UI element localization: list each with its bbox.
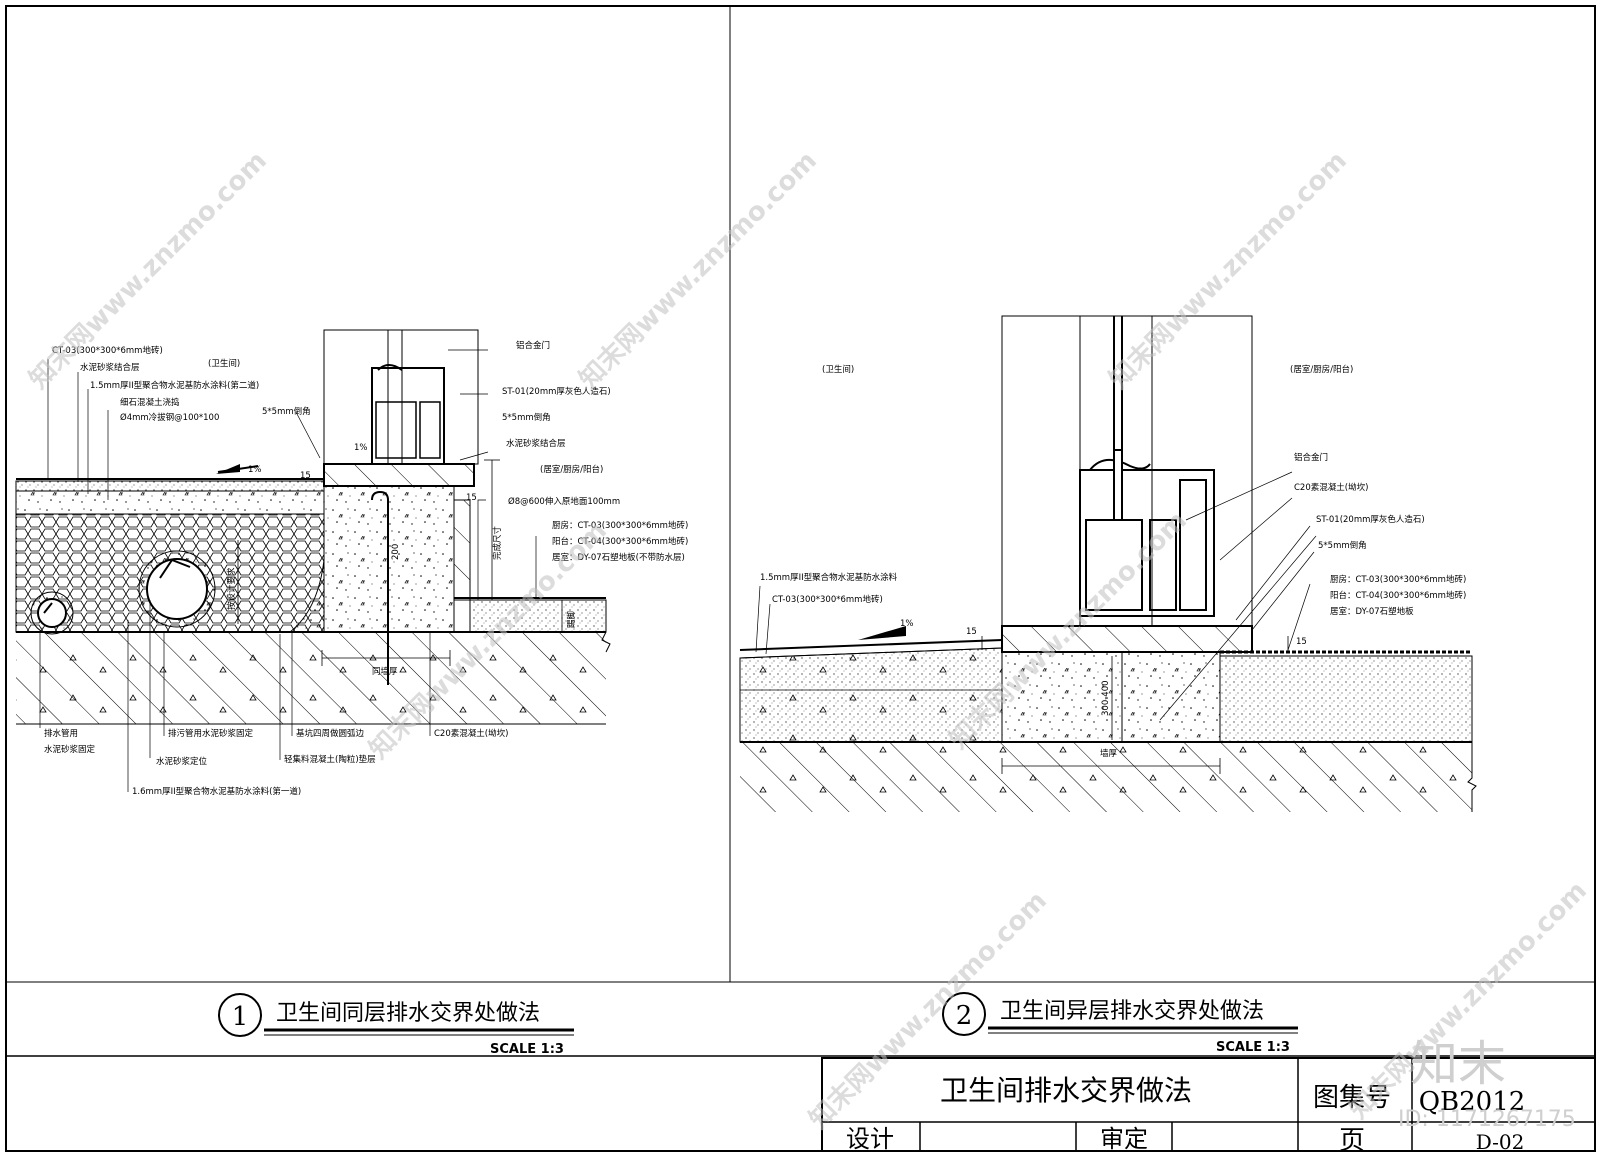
dim-ht-1: 15 xyxy=(300,471,311,481)
label-l2: 水泥砂浆结合层 xyxy=(80,362,140,373)
dry-side-floor xyxy=(469,599,607,633)
drain-pipe-large xyxy=(146,558,208,620)
slope-2: 1% xyxy=(900,619,914,629)
label-r8: 阳台：CT-04(300*300*6mm地砖) xyxy=(1330,590,1466,601)
label-r4: C20素混凝土(坳坎) xyxy=(1294,482,1368,493)
label-r9: 居室：DY-07石塑地板 xyxy=(1330,606,1414,617)
label-b3: 排污管用水泥砂浆固定 xyxy=(168,728,254,739)
detail-2: 1% (卫生间) (居室/厨房/阳台) 1.5mm厚II型聚合物水泥基防水涂料 … xyxy=(739,315,1477,812)
room-wet-1: (卫生间) xyxy=(208,358,240,369)
watermark-text-1: 知末网www.znzmo.com xyxy=(24,146,273,395)
dim-width-1: 同墙厚 xyxy=(372,666,398,677)
label-l8: ST-01(20mm厚灰色人造石) xyxy=(502,386,611,397)
watermark-text-2: 知末网www.znzmo.com xyxy=(574,146,823,395)
dim-height-1: 完成尺寸 xyxy=(492,525,503,560)
wall-2 xyxy=(1001,315,1253,627)
label-l1: CT-03(300*300*6mm地砖) xyxy=(52,345,163,356)
stone-sill xyxy=(323,463,475,487)
review-label: 审定 xyxy=(1100,1125,1148,1153)
detail-title-text-1: 卫生间同层排水交界处做法 xyxy=(276,1001,540,1026)
room-dry-1: (居室/厨房/阳台) xyxy=(540,464,603,475)
detail-1: CT-03(300*300*6mm地砖) 水泥砂浆结合层 1.5mm厚II型聚合… xyxy=(15,329,688,797)
atlas-value: QB2012 xyxy=(1419,1087,1526,1117)
label-l4: 细石混凝土浇捣 xyxy=(120,397,180,408)
detail-title-text-2: 卫生间异层排水交界处做法 xyxy=(1000,999,1264,1024)
dim-height-2: 300-400 xyxy=(1101,680,1111,716)
label-l5: Ø4mm冷拔钢@100*100 xyxy=(120,412,219,423)
sheet-border xyxy=(5,5,1596,1152)
label-b8: 1.6mm厚II型聚合物水泥基防水涂料(第一道) xyxy=(132,786,301,797)
label-l13: 阳台：CT-04(300*300*6mm地砖) xyxy=(552,536,688,547)
label-l12: 厨房：CT-03(300*300*6mm地砖) xyxy=(552,520,688,531)
label-l14: 居室：DY-07石塑地板(不带防水层) xyxy=(552,552,685,563)
label-b4: 水泥砂浆定位 xyxy=(156,756,208,767)
aluminium-door-2 xyxy=(1079,449,1215,617)
label-panel: 踢脚 xyxy=(566,611,577,628)
label-r7: 厨房：CT-03(300*300*6mm地砖) xyxy=(1330,574,1466,585)
title-block xyxy=(821,1057,1596,1152)
label-l11: Ø8@600伸入原地面100mm xyxy=(508,496,620,507)
label-r1: 1.5mm厚II型聚合物水泥基防水涂料 xyxy=(760,572,898,583)
dim-width-2: 墙厚 xyxy=(1100,748,1118,759)
detail-scale-1: SCALE 1:3 xyxy=(490,1042,564,1057)
label-l9: 5*5mm倒角 xyxy=(502,412,551,423)
page-label: 页 xyxy=(1339,1126,1365,1156)
detail-title-1: 1 卫生间同层排水交界处做法 SCALE 1:3 xyxy=(218,993,574,1057)
label-r5: ST-01(20mm厚灰色人造石) xyxy=(1316,514,1425,525)
page-value: D-02 xyxy=(1476,1130,1525,1154)
slope-a: 1% xyxy=(248,465,262,475)
detail-scale-2: SCALE 1:3 xyxy=(1216,1040,1290,1055)
room-dry-2: (居室/厨房/阳台) xyxy=(1290,364,1353,375)
dry-side-floor-2 xyxy=(1219,655,1473,743)
label-b5: 基坑四周做圆弧边 xyxy=(296,728,365,739)
dim-ht2-2: 15 xyxy=(1296,637,1307,647)
detail-title-2: 2 卫生间异层排水交界处做法 SCALE 1:3 xyxy=(942,992,1298,1055)
aluminium-door-1 xyxy=(371,367,445,465)
stone-sill-2 xyxy=(1001,625,1253,653)
atlas-label: 图集号 xyxy=(1313,1083,1391,1113)
label-b2: 水泥砂浆固定 xyxy=(44,744,96,755)
label-l10: 水泥砂浆结合层 xyxy=(506,438,566,449)
slope-b: 1% xyxy=(354,443,368,453)
label-r2: CT-03(300*300*6mm地砖) xyxy=(772,594,883,605)
label-b6: 轻集料混凝土(陶粒)垫层 xyxy=(284,754,376,765)
design-label: 设计 xyxy=(846,1125,894,1153)
dim-ht-2: 15 xyxy=(966,627,977,637)
drawing-name: 卫生间排水交界做法 xyxy=(940,1074,1192,1107)
dim-200: 200 xyxy=(391,544,401,560)
watermark-text-3: 知末网www.znzmo.com xyxy=(1104,146,1353,395)
label-l3: 1.5mm厚II型聚合物水泥基防水涂料(第二道) xyxy=(90,380,259,391)
detail-number-circle-1 xyxy=(218,993,262,1037)
watermark-id: ID: 1171267175 xyxy=(1398,1107,1576,1132)
label-r3: 铝合金门 xyxy=(1294,452,1328,463)
drain-pipe-small xyxy=(37,598,67,628)
room-wet-2: (卫生间) xyxy=(822,364,854,375)
label-l6: 5*5mm倒角 xyxy=(262,406,311,417)
label-b7: C20素混凝土(坳坎) xyxy=(434,728,508,739)
screed-layer xyxy=(15,490,325,515)
label-b1: 排水管用 xyxy=(44,728,78,739)
label-r6: 5*5mm倒角 xyxy=(1318,540,1367,551)
watermark-logo: 知末 xyxy=(1410,1036,1506,1092)
detail-number-2: 2 xyxy=(956,1001,973,1031)
detail-number-circle-2 xyxy=(942,992,986,1036)
label-l7: 铝合金门 xyxy=(516,340,550,351)
dim-ht2-1: 15 xyxy=(466,493,477,503)
dim-pipe: 按设计要求 xyxy=(226,567,237,610)
detail-number-1: 1 xyxy=(232,1002,249,1032)
